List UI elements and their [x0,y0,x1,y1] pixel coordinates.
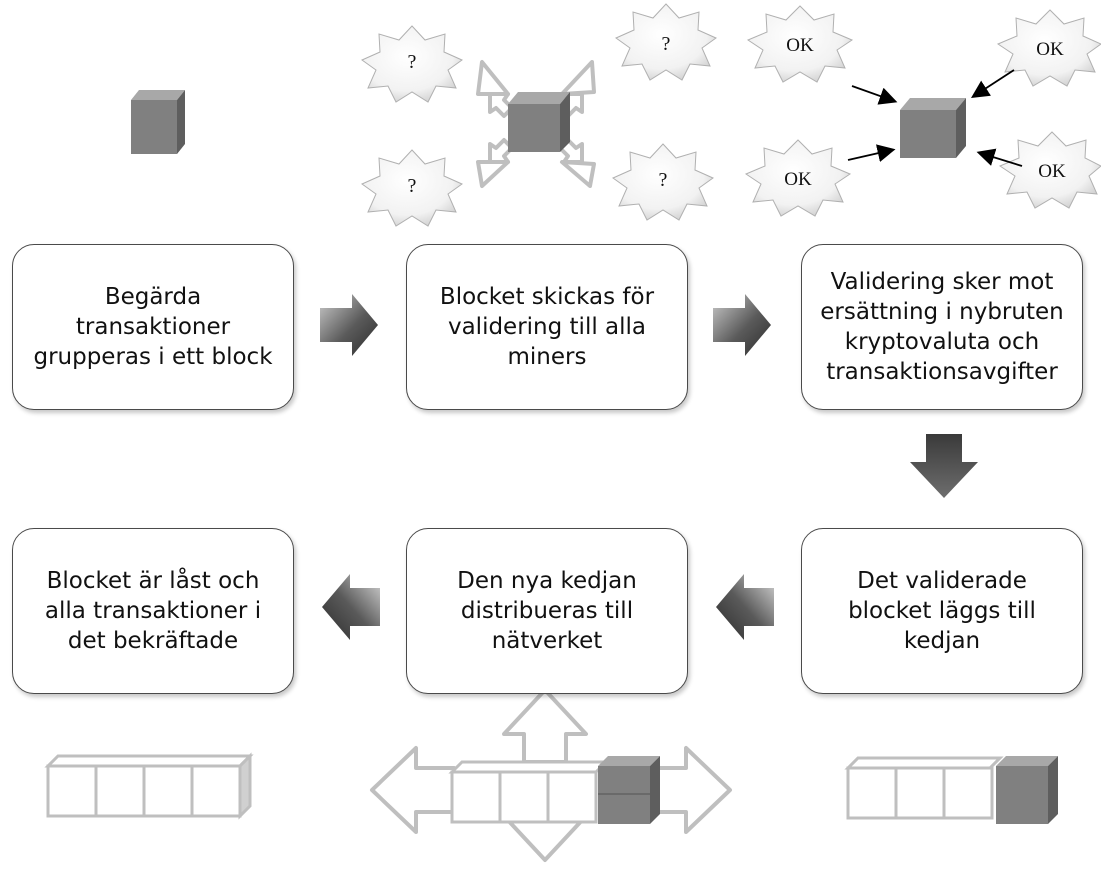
flow-arrow-left-icon [716,574,774,640]
step-validation-reward: Validering sker mot ersättning i nybrute… [801,244,1083,410]
star-ok-badge: OK [996,9,1101,87]
flow-arrow-right-icon [320,294,378,356]
locked-chain-icon [44,752,254,820]
question-mark-label: ? [408,51,417,73]
star-question-badge: ? [360,25,464,103]
step-append-block: Det validerade blocket läggs till kedjan [801,528,1083,694]
inbound-arrows-icon [847,69,1023,167]
star-ok-badge: OK [744,139,852,217]
distributed-chain-icon [448,756,660,824]
star-ok-badge: OK [998,131,1101,209]
question-mark-label: ? [662,33,671,55]
validated-block-icon [900,98,966,158]
flow-arrow-left-icon [322,574,380,640]
star-question-badge: ? [614,3,718,81]
block-cube-icon [131,90,185,154]
central-block-icon [508,92,570,152]
step-group-label: Begärda transaktioner grupperas i ett bl… [33,284,273,370]
step-locked-label: Blocket är låst och alla transaktioner i… [44,568,262,654]
ok-label: OK [1036,39,1064,60]
step-group-transactions: Begärda transaktioner grupperas i ett bl… [12,244,294,410]
flow-arrow-right-icon [713,294,771,356]
ok-label: OK [1038,161,1066,182]
star-ok-badge: OK [746,5,854,83]
step-append-label: Det validerade blocket läggs till kedjan [848,568,1036,654]
ok-label: OK [784,169,812,190]
appended-chain-icon [844,756,1058,824]
step-distribute-chain: Den nya kedjan distribueras till nätverk… [406,528,688,694]
question-mark-label: ? [659,169,668,191]
step-validate-label: Validering sker mot ersättning i nybrute… [820,269,1064,385]
star-question-badge: ? [611,143,715,221]
step-locked-block: Blocket är låst och alla transaktioner i… [12,528,294,694]
ok-label: OK [786,35,814,56]
step-send-for-validation: Blocket skickas för validering till alla… [406,244,688,410]
step-send-label: Blocket skickas för validering till alla… [439,284,655,370]
star-question-badge: ? [360,149,464,227]
flow-arrow-down-icon [910,434,978,498]
question-mark-label: ? [408,175,417,197]
step-distribute-label: Den nya kedjan distribueras till nätverk… [457,568,637,654]
